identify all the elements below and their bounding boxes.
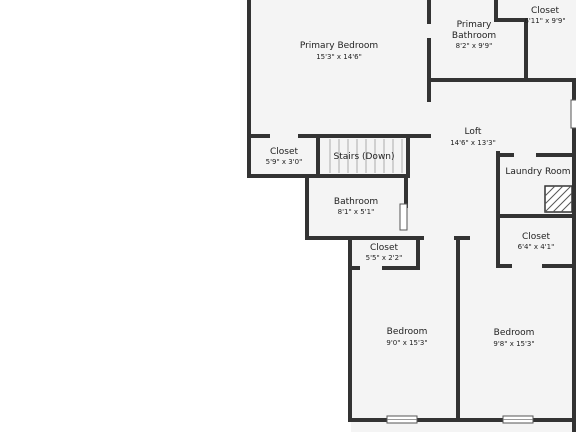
room-name: Closet [522,232,551,242]
room-dims: 14'6" x 13'3" [450,139,496,147]
room-name: Primary Bedroom [300,41,378,51]
room-dims: 9'0" x 15'3" [386,339,427,347]
room-dims: 8'1" x 5'1" [338,208,375,216]
room-name: Bathroom [334,197,378,207]
room-name: Bedroom [387,327,428,337]
room-name: Closet [531,6,560,16]
doorways [270,134,542,270]
room-dims: 8'2" x 9'9" [456,42,493,50]
floor-fill [249,0,576,432]
room-dims: 6'11" x 9'9" [524,17,565,25]
room-dims: 6'4" x 4'1" [518,243,555,251]
stairs-treads [329,139,403,173]
room-name: Loft [465,127,482,137]
room-dims: 5'5" x 2'2" [366,254,403,262]
room-dims: 5'9" x 3'0" [266,158,303,166]
room-name: Bedroom [494,328,535,338]
room-labels: Primary Bedroom 15'3" x 14'6" Primary Ba… [266,6,571,348]
room-dims: 15'3" x 14'6" [316,53,362,61]
room-name-line-2: Bathroom [452,31,496,41]
room-name: Primary [457,20,492,30]
room-dims: 9'8" x 15'3" [493,340,534,348]
room-name: Closet [370,243,399,253]
room-name: Closet [270,147,299,157]
room-name: Laundry Room [505,167,570,177]
room-name: Stairs (Down) [333,152,394,162]
laundry-appliance-icon [544,185,573,213]
